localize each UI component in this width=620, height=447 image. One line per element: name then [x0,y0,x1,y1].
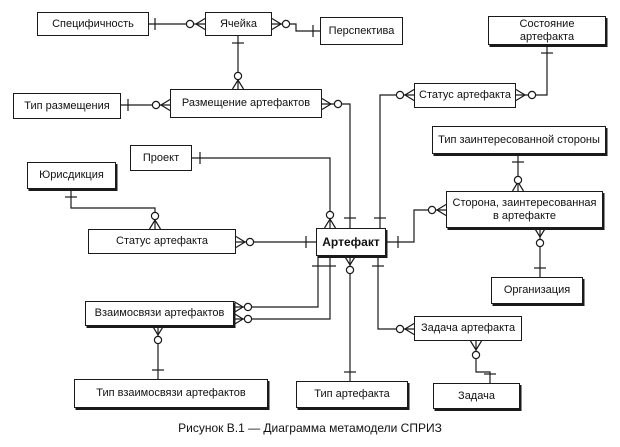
entity-cell: Ячейка [205,12,272,36]
many-mark [151,325,165,337]
entity-artifact: Артефакт [316,228,386,256]
entity-task: Задача [433,383,520,409]
entity-artifact-status-left: Статус артефакта [88,229,236,254]
relationship-line [377,256,414,330]
many-mark [194,17,206,31]
optional-mark [513,175,523,185]
relationship-line [234,256,331,320]
optional-mark [345,265,355,275]
optional-mark [535,238,545,248]
optional-mark [395,324,405,334]
entity-artifact-task: Задача артефакта [414,316,522,341]
optional-mark [153,335,163,345]
entity-perspective: Перспектива [320,17,403,45]
entity-placement-type: Тип размещения [13,93,121,119]
optional-mark [150,211,160,221]
entity-stakeholder-type: Тип заинтересованной стороны [432,126,606,154]
optional-mark [395,90,405,100]
entity-artifact-state: Состояние артефакта [488,16,606,45]
many-mark [403,88,415,102]
optional-mark [243,302,253,312]
optional-mark [333,99,343,109]
relationship-line [192,157,331,228]
entity-jurisdiction: Юрисдикция [27,162,116,189]
many-mark [159,98,171,112]
optional-mark [527,90,537,100]
entity-artifact-status-top: Статус артефакта [414,83,516,108]
entity-specificity: Специфичность [37,12,149,36]
relationship-line [234,256,319,308]
entity-project: Проект [130,145,192,171]
many-mark [343,255,357,267]
many-mark [403,322,415,336]
optional-mark [185,19,195,29]
entity-artifact-relations: Взаимосвязи артефактов [85,301,234,326]
optional-mark [281,19,291,29]
many-mark [233,300,245,314]
optional-mark [427,205,437,215]
many-mark [533,227,547,239]
many-mark [515,88,527,102]
many-mark [435,203,447,217]
relationship-line [70,189,156,229]
optional-mark [233,71,243,81]
many-mark [235,235,247,249]
figure-caption: Рисунок В.1 — Диаграмма метамодели СПРИЗ [178,421,442,435]
entity-relation-type: Тип взаимосвязи артефактов [74,379,268,408]
many-mark [321,97,333,111]
optional-mark [245,237,255,247]
optional-mark [471,350,481,360]
relationship-line [516,45,548,96]
optional-mark [151,100,161,110]
relationship-line [386,209,446,243]
optional-mark [243,314,253,324]
many-mark [469,340,483,352]
optional-mark [325,210,335,220]
entity-artifact-type: Тип артефакта [296,381,408,408]
relationship-line [322,103,351,228]
entity-artifact-placement: Размещение артефактов [170,89,322,118]
many-mark [233,312,245,326]
entity-stakeholder: Сторона, заинтересованная в артефакте [446,191,603,228]
many-mark [271,17,283,31]
relationship-line [379,94,414,228]
entity-organization: Организация [491,277,583,304]
